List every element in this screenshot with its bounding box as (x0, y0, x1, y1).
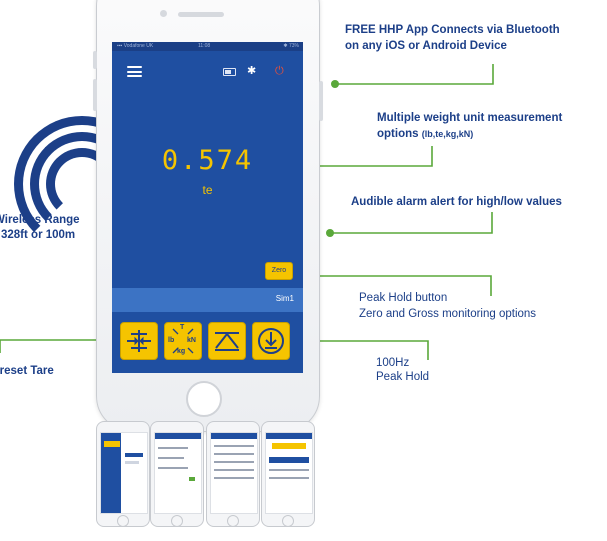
callout-peak-line1: Peak Hold button (359, 292, 448, 304)
gross-button[interactable] (252, 322, 290, 360)
power-icon[interactable]: ⏻ (275, 64, 284, 77)
thumbnail-phone-4 (261, 421, 315, 527)
unit-tool-top: T (180, 324, 185, 331)
unit-cycle-icon (172, 328, 194, 354)
carrier-signal: ▪▪▪ Vodafone UK (117, 43, 154, 49)
sim-bar (112, 288, 303, 312)
sim-label: Sim1 (275, 294, 294, 303)
weight-reading: 0.574 (161, 145, 254, 176)
callout-app: FREE HHP App Connects via Bluetooth on a… (345, 22, 560, 54)
bluetooth-icon[interactable]: ✱ (247, 64, 257, 77)
callout-wireless-line2: 328ft or 100m (1, 229, 76, 241)
home-button[interactable] (186, 381, 222, 417)
status-time: 11:08 (198, 43, 211, 49)
callout-hz-line1: 100Hz (376, 357, 410, 369)
callout-peak: Peak Hold button Zero and Gross monitori… (359, 290, 536, 322)
peak-hold-icon (215, 332, 239, 351)
battery-status: ✱ 73% (283, 43, 299, 49)
menu-icon[interactable] (127, 66, 142, 77)
callout-units-line1: Multiple weight unit measurement (377, 112, 563, 124)
callout-units-list: (lb,te,kg,kN) (421, 129, 474, 139)
earpiece (178, 12, 224, 17)
zero-button[interactable]: Zero (265, 262, 293, 280)
unit-tool-bottom: kg (177, 348, 186, 355)
status-bar: ▪▪▪ Vodafone UK 11:08 ✱ 73% (112, 42, 303, 51)
callout-peak-line2: Zero and Gross monitoring options (359, 308, 537, 320)
peak-hold-button[interactable] (208, 322, 246, 360)
unit-tool-left: lb (168, 337, 175, 344)
callout-hz: 100Hz Peak Hold (376, 356, 429, 384)
callout-app-line2: on any iOS or Android Device (345, 40, 507, 52)
thumbnail-phone-3 (206, 421, 260, 527)
battery-icon (223, 68, 236, 76)
callout-wireless-line1: Wireless Range (0, 214, 80, 226)
thumbnail-phone-1 (96, 421, 150, 527)
front-camera (160, 10, 167, 17)
weight-unit: te (202, 183, 213, 197)
app-screen: ▪▪▪ Vodafone UK 11:08 ✱ 73% ✱ ⏻ 0.574 te… (112, 42, 303, 373)
thumbnail-phone-2 (150, 421, 204, 527)
callout-app-line1: FREE HHP App Connects via Bluetooth (345, 24, 560, 36)
callout-units: Multiple weight unit measurement options… (377, 110, 562, 142)
unit-tool-right: kN (187, 337, 196, 344)
callout-tare: Preset Tare (0, 365, 54, 377)
callout-units-line2: options (377, 128, 419, 140)
tare-button[interactable] (120, 322, 158, 360)
wireless-signal-icon (0, 110, 150, 252)
gross-icon (258, 328, 284, 354)
tare-icon (127, 330, 151, 352)
callout-alarm: Audible alarm alert for high/low values (351, 196, 562, 208)
callout-wireless: Wireless Range 328ft or 100m (0, 213, 80, 243)
callout-hz-line2: Peak Hold (376, 371, 430, 383)
units-button[interactable]: T lb kN kg (164, 322, 202, 360)
